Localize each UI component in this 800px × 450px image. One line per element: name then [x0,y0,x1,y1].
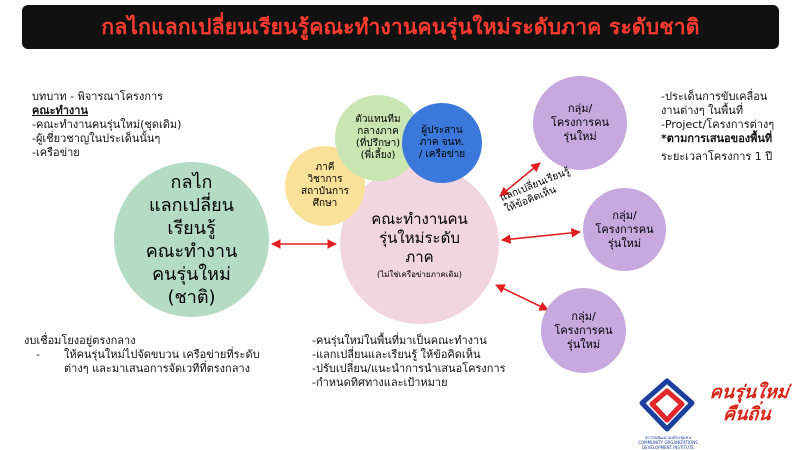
committee-item: -คณะทำงานคนรุ่นใหม่(ชุดเดิม) [32,118,182,131]
circle-note: (ไม่ใช่เครือข่ายภาคเดิม) [376,269,463,279]
circle-line: / เครือข่าย [418,149,466,160]
slogan-line: คืนถิ่น [722,404,772,425]
duty-item: -คนรุ่นใหม่ในพื้นที่มาเป็นคณะทำงาน [312,334,487,347]
circle-line: ตัวแทนทีม [355,114,401,125]
duty-item: -กำหนดทิศทางและเป้าหมาย [312,376,448,389]
youth-group-circle: กลุ่ม/ โครงการคน รุ่นใหม่ [533,76,627,170]
circle-line: คณะทำงาน [145,240,238,262]
logo-caption: สถาบันพัฒนาองค์กรชุมชน COMMUNITY ORGANIZ… [626,435,710,450]
title-bar: กลไกแลกเปลี่ยนเรียนรู้คณะทำงานคนรุ่นใหม่… [22,5,779,49]
circle-line: คณะทำงานคน [371,209,468,228]
budget-dash: - [36,348,40,361]
project-duration: ระยะเวลาโครงการ 1 ปี [661,150,773,163]
committee-item: -เครือข่าย [32,146,80,159]
budget-text-block: งบเชื่อมโยงอยู่ตรงกลาง - ให้คนรุ่นใหม่ไป… [24,334,294,376]
circle-line: รุ่นใหม่ระดับ [379,228,460,247]
circle-line: ภาคี [315,162,335,173]
role-line: บทบาท - พิจารณาโครงการ [32,90,164,103]
issues-line: -Project/โครงการต่างๆ [661,118,775,131]
budget-item-line: ให้คนรุ่นใหม่ไปจัดขบวน เครือข่ายที่ระดับ [64,348,260,361]
slogan: คนรุ่นใหม่ คืนถิ่น [698,382,799,426]
circle-line: (ที่ปรึกษา) [355,138,401,149]
issues-line: งานต่างๆ ในพื้นที่ [661,104,744,117]
budget-item-line: ต่างๆ และมาเสนอการจัดเวทีที่ตรงกลาง [64,362,251,375]
regional-committee-circle: คณะทำงานคน รุ่นใหม่ระดับ ภาค (ไม่ใช่เครื… [340,165,499,324]
arrow-center-group2 [501,228,581,244]
organization-logo-icon [639,378,695,432]
circle-line: วิชาการ [307,174,343,185]
budget-line: งบเชื่อมโยงอยู่ตรงกลาง [24,334,136,347]
circle-line: โครงการคน [554,323,613,337]
committee-heading: คณะทำงาน [32,104,88,117]
circle-line: สถาบันการ [301,186,349,197]
circle-line: คนรุ่นใหม่ [152,263,231,285]
circle-line: ภาค [405,247,434,266]
issues-text-block: -ประเด็นการขับเคลื่อน งานต่างๆ ในพื้นที่… [661,90,797,164]
arrow-center-group3 [495,284,549,311]
circle-line: กลุ่ม/ [571,309,596,323]
circle-line: โครงการคน [595,222,654,236]
slogan-line: คนรุ่นใหม่ [708,382,790,403]
circle-line: กลางภาค [357,126,399,137]
circle-line: ภาค จนท. [419,137,465,148]
duty-item: -แลกเปลี่ยนและเรียนรู้ ให้ข้อคิดเห็น [312,348,481,361]
issues-line: -ประเด็นการขับเคลื่อน [661,90,768,103]
circle-line: แลกเปลี่ยน [149,194,234,216]
regional-duties-block: -คนรุ่นใหม่ในพื้นที่มาเป็นคณะทำงาน -แลกเ… [312,334,552,390]
role-text-block: บทบาท - พิจารณาโครงการ คณะทำงาน -คณะทำงา… [32,90,232,160]
exchange-label: แลกเปลี่ยนเรียนรู้ ให้ข้อคิดเห็น [499,160,591,216]
youth-group-circle: กลุ่ม/ โครงการคน รุ่นใหม่ [541,288,626,373]
duty-item: -ปรับเปลี่ยน/แนะนำการนำเสนอโครงการ [312,362,506,375]
circle-line: (ชาติ) [167,286,216,308]
page-title: กลไกแลกเปลี่ยนเรียนรู้คณะทำงานคนรุ่นใหม่… [101,14,700,39]
logo-caption-line: COMMUNITY ORGANIZATIONS DEVELOPMENT INST… [638,440,698,450]
circle-line: (พี่เลี้ยง) [360,150,396,161]
national-mechanism-circle: กลไก แลกเปลี่ยน เรียนรู้ คณะทำงาน คนรุ่น… [114,162,269,317]
issues-bold-line: *ตามการเสนอของพื้นที่ [661,132,773,145]
circle-line: กลุ่ม/ [567,102,593,115]
circle-line: ศึกษา [312,198,338,209]
circle-line: รุ่นใหม่ [566,337,601,351]
circle-line: กลุ่ม/ [612,208,637,222]
logo-caption-line: สถาบันพัฒนาองค์กรชุมชน [644,435,691,440]
youth-group-circle: กลุ่ม/ โครงการคน รุ่นใหม่ [583,188,666,271]
circle-line: กลไก [170,171,213,193]
circle-line: รุ่นใหม่ [607,236,642,250]
coordinator-circle: ผู้ประสาน ภาค จนท. / เครือข่าย [402,103,482,183]
circle-line: โครงการคน [550,116,610,129]
circle-line: ผู้ประสาน [421,125,463,136]
committee-item: -ผู้เชี่ยวชาญในประเด็นนั้นๆ [32,132,161,145]
circle-line: รุ่นใหม่ [563,130,597,143]
circle-line: เรียนรู้ [167,217,216,239]
